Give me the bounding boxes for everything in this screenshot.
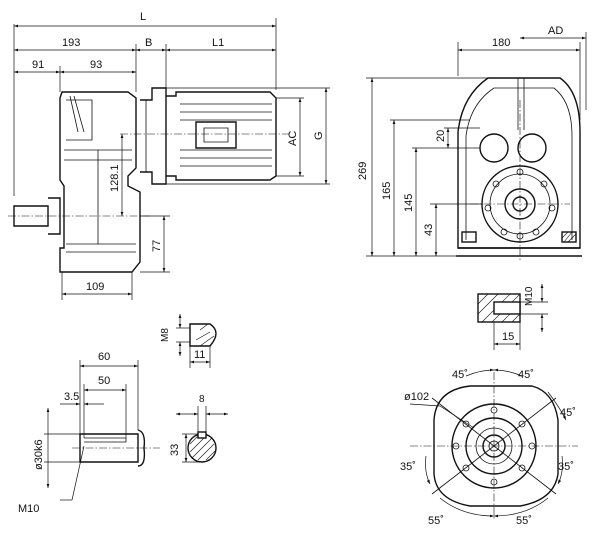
dim-L: L <box>140 11 146 23</box>
dim-dia102: ø102 <box>404 391 429 403</box>
key-detail <box>176 314 217 368</box>
dim-193: 193 <box>62 37 80 49</box>
angle-45-top-right: 45˚ <box>518 369 534 381</box>
angle-55-right: 55˚ <box>516 515 532 527</box>
dim-G: G <box>313 131 325 140</box>
dim-33: 33 <box>169 444 181 456</box>
dim-L1: L1 <box>212 37 224 49</box>
dim-91: 91 <box>32 59 44 71</box>
label-M10-shaft: M10 <box>18 503 39 515</box>
dim-109: 109 <box>86 281 104 293</box>
dim-AC: AC <box>287 131 299 146</box>
dim-B: B <box>145 37 152 49</box>
dim-269: 269 <box>357 162 369 180</box>
dim-145: 145 <box>403 194 415 212</box>
label-M10-tap: M10 <box>524 286 535 306</box>
keyway-section <box>176 406 228 463</box>
tapped-hole-detail <box>477 284 548 350</box>
flange-view <box>409 368 578 520</box>
dim-180: 180 <box>492 37 510 49</box>
label-M8: M8 <box>160 328 171 342</box>
dim-128: 128.1 <box>109 164 121 192</box>
side-view <box>8 18 330 300</box>
front-view <box>366 32 587 262</box>
angle-55-left: 55˚ <box>428 515 444 527</box>
angle-45-right: 45˚ <box>560 407 576 419</box>
dim-165: 165 <box>381 182 393 200</box>
angle-45-top-left: 45˚ <box>452 369 468 381</box>
dim-15: 15 <box>502 331 514 343</box>
dim-11: 11 <box>194 349 205 361</box>
dim-50: 50 <box>98 375 110 387</box>
dim-AD: AD <box>548 25 563 37</box>
dim-8: 8 <box>199 394 205 405</box>
angle-35-right: 35˚ <box>558 461 574 473</box>
dim-77: 77 <box>151 240 163 252</box>
shaft-view <box>44 360 160 501</box>
angle-35-left: 35˚ <box>400 461 416 473</box>
dim-60: 60 <box>98 351 110 363</box>
dim-20: 20 <box>435 130 447 142</box>
dim-93: 93 <box>90 59 102 71</box>
dim-43: 43 <box>423 224 435 236</box>
dim-dia30k6: ø30k6 <box>33 439 45 470</box>
dim-3-5: 3.5 <box>64 391 79 403</box>
